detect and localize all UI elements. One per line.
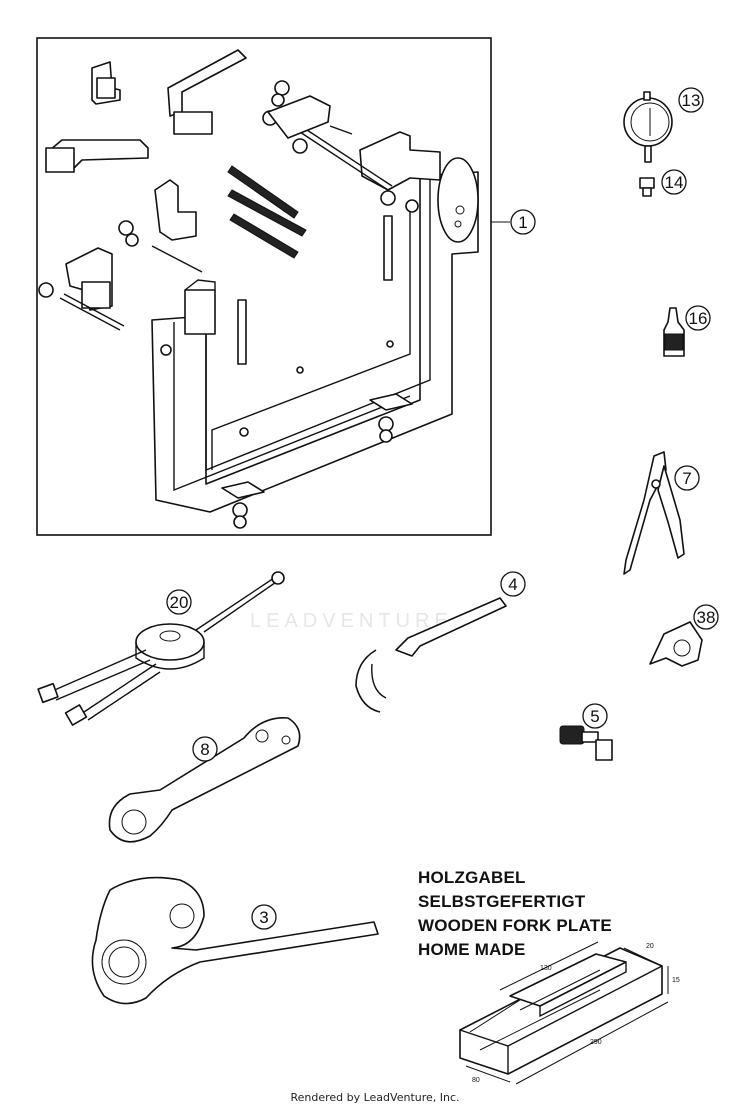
callout-circle-5 bbox=[582, 703, 608, 729]
note-line-4: HOME MADE bbox=[418, 940, 526, 959]
callout-circle-20 bbox=[166, 589, 192, 615]
puller-tool bbox=[37, 571, 285, 726]
callout-label-1: 1 bbox=[518, 213, 527, 232]
adhesive-bottle bbox=[663, 307, 685, 357]
callout-circle-38 bbox=[693, 604, 719, 630]
callout-label-7: 7 bbox=[682, 469, 691, 488]
adjuster-screw bbox=[559, 725, 613, 761]
dim-20: 20 bbox=[646, 943, 654, 950]
callout-circle-7 bbox=[674, 465, 700, 491]
callout-label-3: 3 bbox=[259, 908, 268, 927]
watermark-text: LEADVENTURE bbox=[250, 610, 453, 632]
callout-circle-3 bbox=[251, 904, 277, 930]
note-line-2: SELBSTGEFERTIGT bbox=[418, 892, 586, 911]
callout-label-16: 16 bbox=[689, 309, 708, 328]
callout-label-14: 14 bbox=[665, 173, 684, 192]
gauge-adapter bbox=[639, 177, 655, 197]
gauge-plate bbox=[649, 621, 703, 667]
footer-credit: Rendered by LeadVenture, Inc. bbox=[290, 1091, 460, 1104]
note-line-1: HOLZGABEL bbox=[418, 868, 526, 887]
dim-290: 290 bbox=[590, 1039, 602, 1046]
circlip-pliers bbox=[623, 451, 685, 575]
callout-circle-13 bbox=[678, 87, 704, 113]
callout-circle-1 bbox=[510, 209, 536, 235]
callout-label-8: 8 bbox=[200, 740, 209, 759]
note-line-3: WOODEN FORK PLATE bbox=[418, 916, 612, 935]
wooden-fork-note: HOLZGABEL SELBSTGEFERTIGT WOODEN FORK PL… bbox=[418, 866, 628, 962]
hook-spanner bbox=[355, 597, 507, 713]
pin-wrench bbox=[108, 717, 301, 843]
dim-130: 130 bbox=[540, 965, 552, 972]
work-stand-assembly bbox=[38, 49, 479, 529]
callout-label-20: 20 bbox=[170, 593, 189, 612]
dim-15: 15 bbox=[672, 977, 680, 984]
dial-gauge bbox=[623, 91, 673, 163]
callout-circle-14 bbox=[661, 169, 687, 195]
callout-circle-16 bbox=[685, 305, 711, 331]
wooden-fork-plate bbox=[459, 941, 669, 1085]
callout-label-13: 13 bbox=[682, 91, 701, 110]
assembly-frame-box bbox=[36, 37, 492, 536]
callout-label-38: 38 bbox=[697, 608, 716, 627]
dim-80: 80 bbox=[472, 1077, 480, 1084]
holding-wrench bbox=[91, 876, 379, 1005]
callout-label-5: 5 bbox=[590, 707, 599, 726]
callout-label-4: 4 bbox=[508, 575, 517, 594]
callout-circle-8 bbox=[192, 736, 218, 762]
callout-circle-4 bbox=[500, 571, 526, 597]
